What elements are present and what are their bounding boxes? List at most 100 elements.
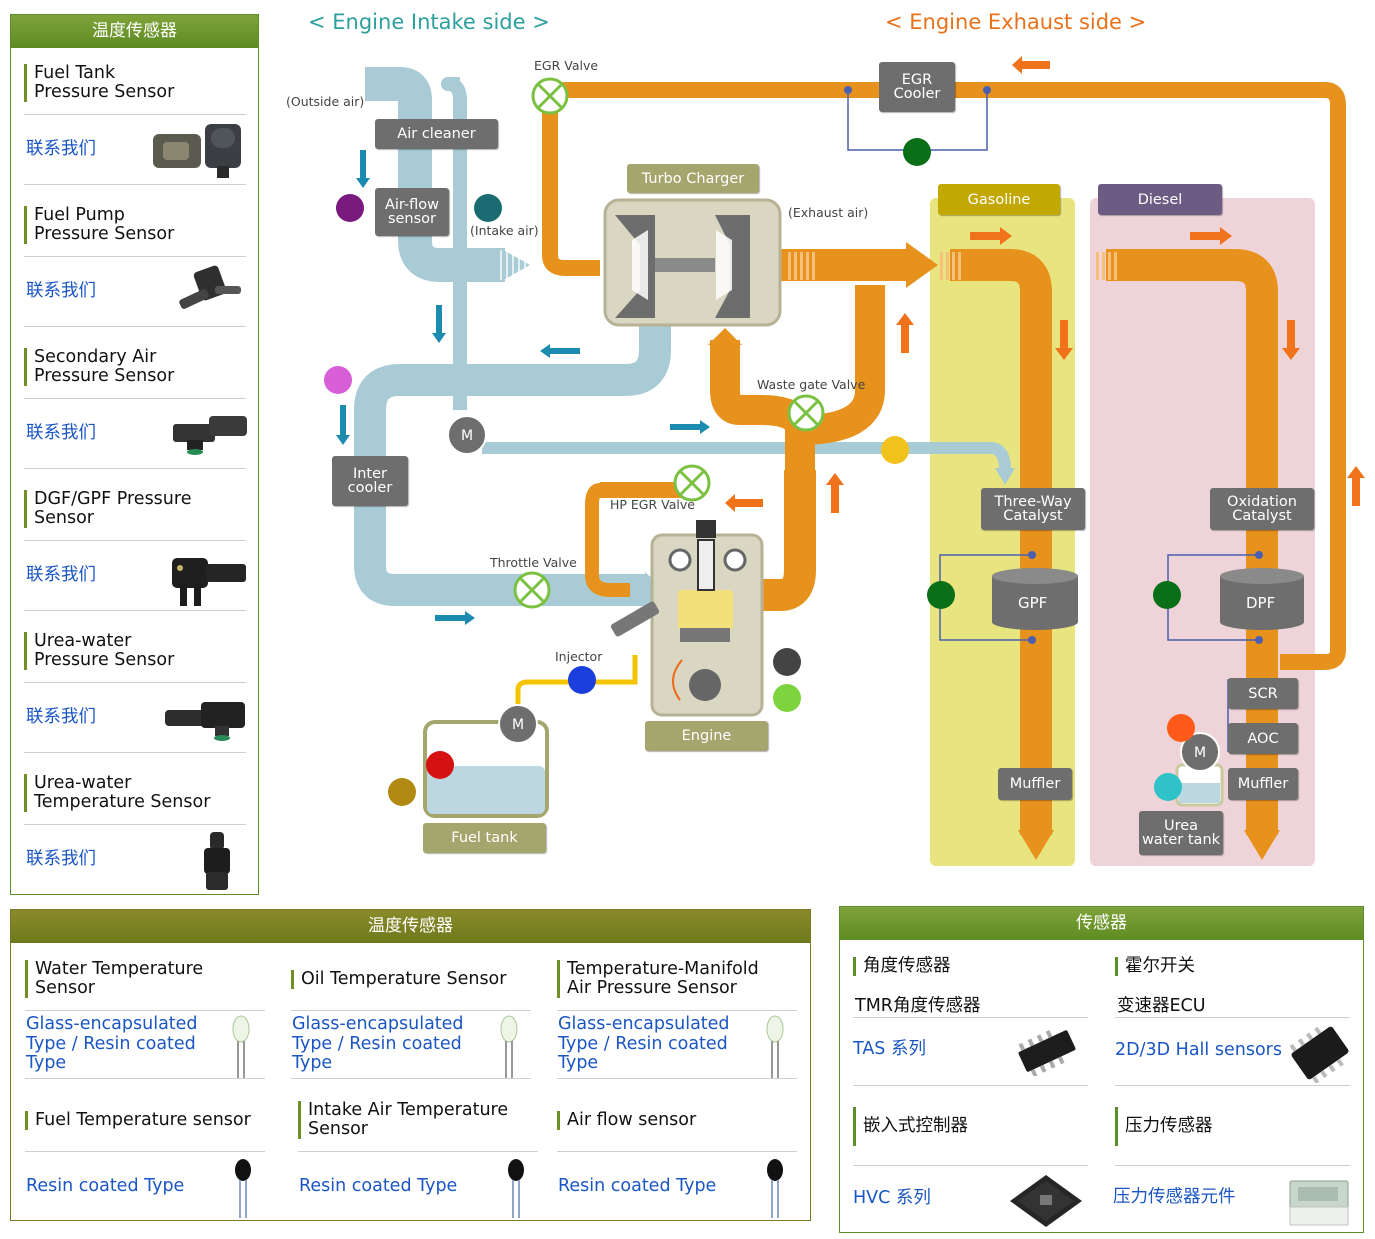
scr-box: SCR [1228, 678, 1298, 709]
divider [24, 326, 246, 327]
pressure-element-image [1288, 1173, 1350, 1233]
intake-side-title: < Engine Intake side > [308, 10, 550, 34]
product-link[interactable]: HVC 系列 [853, 1188, 931, 1208]
egr-return-pipe [542, 82, 1346, 670]
glass-sensor-image [231, 1015, 251, 1085]
sensor-name: 霍尔开关 [1115, 957, 1195, 976]
sensor-name: Fuel Pump Pressure Sensor [24, 206, 174, 244]
contact-us-link[interactable]: 联系我们 [26, 139, 96, 159]
egr-valve-label: EGR Valve [534, 58, 599, 73]
sensor-name: Fuel Tank Pressure Sensor [24, 64, 174, 102]
sensor-name: Secondary Air Pressure Sensor [24, 348, 174, 386]
left-sensor-panel: 温度传感器 Fuel Tank Pressure Sensor 联系我们 Fue… [10, 14, 259, 895]
egr-to-turbo-pipe [542, 100, 600, 276]
sensor-item-urea-water-pressure: Urea-water Pressure Sensor 联系我们 [11, 616, 260, 758]
flow-arrows [336, 56, 1365, 625]
compressor-to-intercooler-pipe [354, 320, 671, 606]
sensor-name: Intake Air Temperature Sensor [298, 1101, 508, 1139]
contact-us-link[interactable]: 联系我们 [26, 849, 96, 869]
divider [1115, 1085, 1350, 1086]
contact-us-link[interactable]: 联系我们 [26, 565, 96, 585]
divider [25, 1078, 265, 1079]
sensor-name: 嵌入式控制器 [853, 1107, 968, 1146]
air-cleaner-box: Air cleaner [375, 119, 498, 149]
exhaust-side-title: < Engine Exhaust side > [885, 10, 1147, 34]
sensor-item-water-temperature: Water Temperature Sensor Glass-encapsula… [11, 943, 276, 1083]
hvc-chip-image [1006, 1173, 1086, 1233]
bottom-left-panel-header: 温度传感器 [11, 910, 810, 943]
hp-egr-valve-label: HP EGR Valve [610, 497, 695, 512]
product-link[interactable]: 2D/3D Hall sensors [1115, 1040, 1282, 1060]
exhaust-air-label: (Exhaust air) [788, 205, 869, 220]
divider [24, 468, 246, 469]
divider [853, 1085, 1088, 1086]
divider [24, 184, 246, 185]
wastegate-up-arrow [708, 328, 742, 345]
bottom-sensor-panel: 传感器 角度传感器 TMR角度传感器 TAS 系列 霍尔开关 变速器ECU 2D… [839, 906, 1364, 1233]
divider [1115, 1017, 1350, 1018]
divider [291, 1078, 531, 1079]
fuel-pump-motor-label: M [512, 717, 525, 733]
turbo-exhaust-arrow [906, 242, 938, 288]
divider [24, 752, 246, 753]
tas-chip-image [1012, 1026, 1082, 1080]
engine-box: Engine [645, 721, 768, 751]
sensor-item-dgf-gpf-pressure: DGF/GPF Pressure Sensor 联系我们 [11, 474, 260, 616]
resin-sensor-image [765, 1158, 785, 1224]
sensor-item-oil-temperature: Oil Temperature Sensor Glass-encapsulate… [277, 943, 542, 1083]
dgf-gpf-pressure-sensor-image [166, 550, 250, 614]
sensor-type-link[interactable]: Resin coated Type [558, 1176, 717, 1196]
sensor-type-link[interactable]: Resin coated Type [26, 1176, 185, 1196]
resin-sensor-image [233, 1158, 253, 1224]
contact-us-link[interactable]: 联系我们 [26, 707, 96, 727]
product-link[interactable]: 压力传感器元件 [1113, 1187, 1236, 1207]
contact-us-link[interactable]: 联系我们 [26, 281, 96, 301]
divider [557, 1151, 797, 1152]
intake-air-label: (Intake air) [470, 223, 539, 238]
turbo-charger-box: Turbo Charger [627, 164, 759, 193]
outside-air-label: (Outside air) [286, 94, 365, 109]
sensor-item-fuel-tank-pressure: Fuel Tank Pressure Sensor 联系我们 [11, 48, 260, 190]
engine-diagram-graphics [336, 56, 1365, 866]
injector-label: Injector [555, 649, 603, 664]
bottom-right-panel-header: 传感器 [840, 907, 1363, 940]
engine-diagram: < Engine Intake side > < Engine Exhaust … [270, 0, 1375, 900]
intake-motor-label: M [461, 428, 474, 444]
divider [25, 1010, 265, 1011]
motor-symbols [447, 415, 1220, 772]
glass-sensor-image [499, 1015, 519, 1085]
divider [24, 540, 246, 541]
sensor-type-link[interactable]: Resin coated Type [299, 1176, 458, 1196]
divider [1115, 1165, 1350, 1166]
gasoline-exit-arrow [1018, 830, 1054, 860]
divider [557, 1078, 797, 1079]
glass-sensor-image [765, 1015, 785, 1085]
injector-body [610, 601, 660, 637]
divider [24, 256, 246, 257]
wastegate-right-pipe [799, 285, 885, 445]
gpf-cylinder [992, 568, 1078, 630]
egr-cooler-box: EGR Cooler [879, 62, 955, 112]
urea-water-pressure-sensor-image [163, 696, 249, 750]
sensor-type-link[interactable]: Glass-encapsulated Type / Resin coated T… [26, 1014, 198, 1073]
sensor-item-pressure-sensor: 压力传感器 压力传感器元件 [1102, 1087, 1364, 1232]
contact-us-link[interactable]: 联系我们 [26, 423, 96, 443]
product-link[interactable]: TAS 系列 [853, 1039, 926, 1059]
sensor-name: Urea-water Temperature Sensor [24, 774, 210, 812]
sensor-item-secondary-air-pressure: Secondary Air Pressure Sensor 联系我们 [11, 332, 260, 474]
sensor-name: Urea-water Pressure Sensor [24, 632, 174, 670]
divider [24, 824, 246, 825]
sensor-item-air-flow: Air flow sensor Resin coated Type [543, 1085, 808, 1221]
divider [25, 1151, 265, 1152]
sensor-item-temperature-manifold: Temperature-Manifold Air Pressure Sensor… [543, 943, 808, 1083]
gasoline-pipe [950, 249, 1052, 835]
sensor-type-link[interactable]: Glass-encapsulated Type / Resin coated T… [558, 1014, 730, 1073]
sensor-item-intake-air-temperature: Intake Air Temperature Sensor Resin coat… [284, 1085, 549, 1221]
left-panel-header: 温度传感器 [11, 15, 258, 48]
resin-sensor-image [506, 1158, 526, 1224]
muffler-gasoline-box: Muffler [998, 768, 1072, 800]
aoc-box: AOC [1228, 723, 1298, 754]
waste-gate-valve-label: Waste gate Valve [757, 377, 866, 392]
sensor-type-link[interactable]: Glass-encapsulated Type / Resin coated T… [292, 1014, 464, 1073]
hp-egr-down-pipe [585, 483, 630, 597]
